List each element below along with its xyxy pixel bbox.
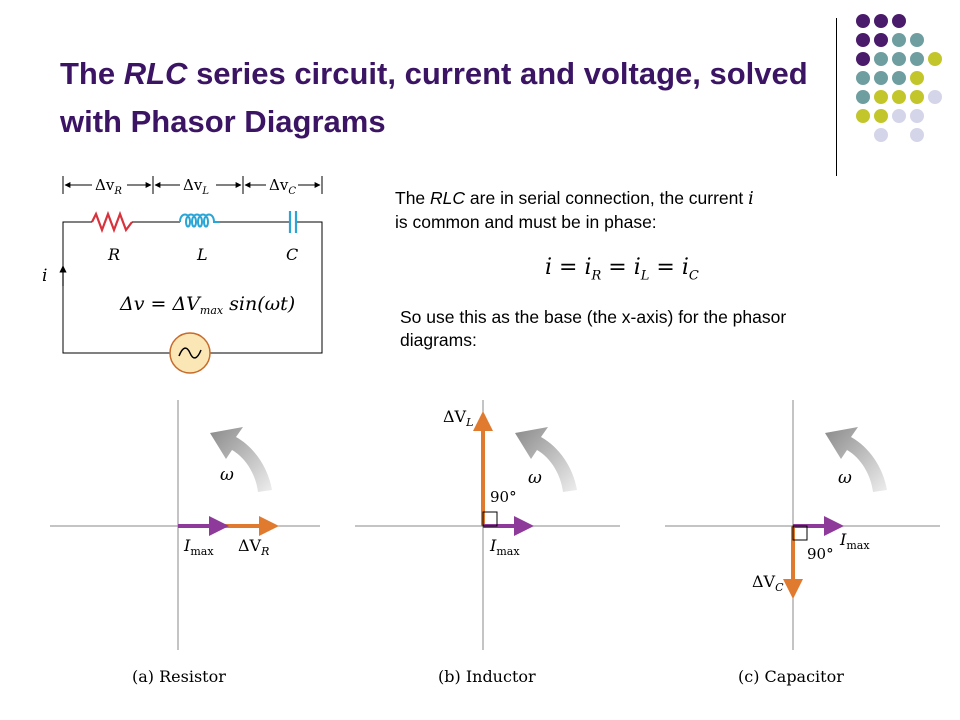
angle-label: 90° (807, 545, 834, 563)
omega-label: ω (838, 468, 852, 488)
dot (856, 71, 870, 85)
dot (892, 90, 906, 104)
capacitor-phasor-diagram: ω 90° Imax ΔVC (c) Capacitor (665, 400, 940, 686)
dot (874, 109, 888, 123)
current-equality-equation: i = iR = iL = iC (545, 255, 699, 284)
dot (856, 90, 870, 104)
angle-label: 90° (490, 488, 517, 506)
voltage-phasor-label: ΔVC (752, 572, 784, 594)
dot (856, 52, 870, 66)
voltage-phasor-label: ΔVL (443, 407, 473, 429)
dot (910, 52, 924, 66)
dv-c-label: ΔvC (269, 176, 296, 197)
capacitor-caption: (c) Capacitor (738, 667, 844, 686)
inductor-label: L (196, 245, 208, 264)
ac-source-symbol (169, 332, 211, 374)
resistor-phasor-diagram: ω Imax ΔVR (a) Resistor (50, 400, 320, 686)
serial-connection-text: The RLC are in serial connection, the cu… (395, 188, 754, 232)
rlc-circuit-diagram: ΔvR ΔvL ΔvC R L C i Δv = ΔVmax sin(ωt) (42, 176, 323, 374)
slide-title: The RLC series circuit, current and volt… (60, 56, 808, 139)
dot (856, 14, 870, 28)
dot (874, 52, 888, 66)
capacitor-symbol (288, 211, 298, 233)
dot (910, 71, 924, 85)
right-angle-marker (482, 511, 498, 527)
inductor-symbol (179, 213, 220, 228)
dv-r-label: ΔvR (95, 176, 122, 197)
decorative-divider (836, 18, 837, 176)
dot (910, 128, 924, 142)
dot (874, 128, 888, 142)
current-phasor-label: Imax (183, 536, 214, 558)
current-phasor-label: Imax (839, 530, 870, 552)
source-equation: Δv = ΔVmax sin(ωt) (119, 293, 295, 317)
dot (892, 14, 906, 28)
right-angle-marker (792, 525, 808, 541)
x-axis-base-text: So use this as the base (the x-axis) for… (400, 307, 787, 350)
inductor-caption: (b) Inductor (438, 667, 536, 686)
capacitor-label: C (286, 245, 298, 264)
inductor-phasor-diagram: ω 90° ΔVL Imax (b) Inductor (355, 400, 620, 686)
dot (892, 109, 906, 123)
resistor-symbol (91, 210, 133, 234)
dot (928, 90, 942, 104)
omega-label: ω (220, 465, 234, 485)
rotation-arrow-icon (515, 427, 577, 492)
current-label: i (42, 266, 47, 286)
voltage-phasor-label: ΔVR (238, 536, 269, 558)
omega-label: ω (528, 468, 542, 488)
dot (892, 71, 906, 85)
resistor-caption: (a) Resistor (132, 667, 226, 686)
current-phasor-label: Imax (489, 536, 520, 558)
rotation-arrow-icon (825, 427, 887, 492)
resistor-label: R (107, 245, 120, 264)
dot (856, 109, 870, 123)
rotation-arrow-icon (210, 427, 272, 492)
dot (874, 14, 888, 28)
dot (892, 52, 906, 66)
dot (910, 109, 924, 123)
dot (910, 90, 924, 104)
dot (928, 52, 942, 66)
dot (874, 71, 888, 85)
circuit-wires (62, 221, 323, 354)
dv-l-label: ΔvL (183, 176, 209, 197)
dot (874, 90, 888, 104)
dot (874, 33, 888, 47)
dot (892, 33, 906, 47)
dot (910, 33, 924, 47)
dot (856, 33, 870, 47)
decorative-dot-grid (852, 14, 952, 164)
voltage-dimension-lines (62, 176, 323, 194)
